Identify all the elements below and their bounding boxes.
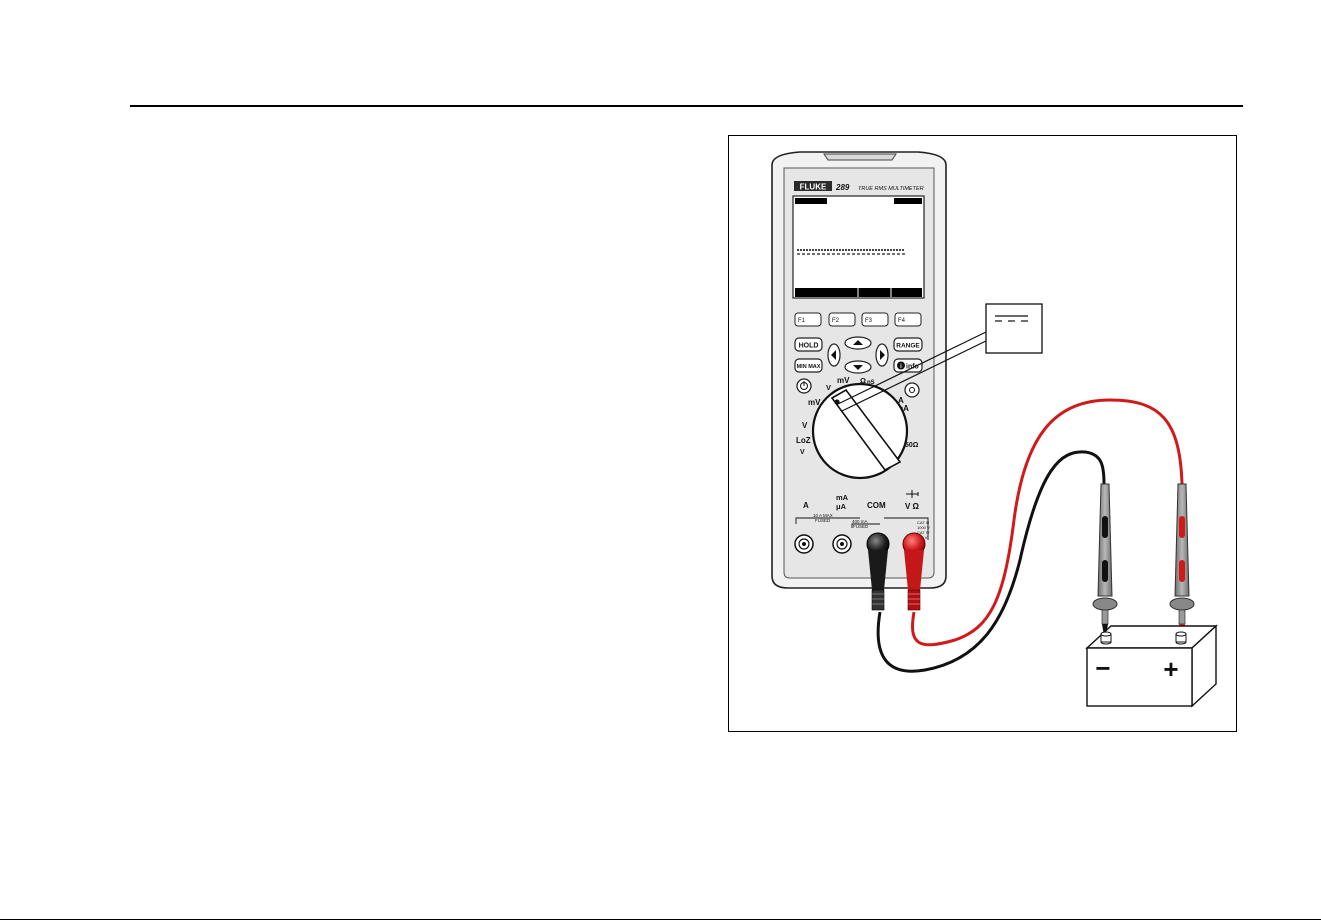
range-button-label: RANGE — [896, 343, 920, 350]
multimeter: FLUKE 289 TRUE RMS MULTIMETER F1 F2 F3 F… — [772, 152, 946, 588]
black-probe[interactable] — [1093, 484, 1117, 636]
jack-label-ma: mA — [836, 493, 849, 502]
jack-label-ua: μA — [836, 502, 847, 511]
lcd-battery-indicator — [894, 198, 922, 204]
rotary-dial[interactable] — [813, 384, 907, 478]
jack-label-v-ohm: V Ω — [905, 502, 920, 511]
battery-positive-sign: + — [1163, 654, 1178, 684]
jack-note-a-fused: FUSED — [815, 518, 831, 523]
dial-label-50-ohm: 50Ω — [905, 442, 919, 449]
lcd-screen — [793, 196, 924, 298]
hold-button-label: HOLD — [799, 343, 819, 350]
jack-label-a: A — [803, 501, 809, 510]
red-lead-cable — [913, 400, 1182, 645]
com-plug-black[interactable] — [867, 533, 889, 610]
softkey-f2-label: F2 — [832, 318, 840, 324]
model-number: 289 — [835, 183, 850, 192]
softkey-f1-label: F1 — [798, 318, 806, 324]
red-probe[interactable] — [1170, 484, 1194, 636]
softkey-f4-label: F4 — [898, 318, 906, 324]
dial-label-v-dc: V — [826, 383, 831, 392]
minmax-button-label: MIN MAX — [797, 364, 821, 370]
dial-label-loz: LoZ — [796, 436, 811, 445]
battery-negative-sign: − — [1095, 653, 1110, 683]
backlight-button[interactable] — [905, 383, 919, 397]
positive-terminal — [1176, 632, 1186, 644]
brand-name: FLUKE — [800, 183, 827, 192]
negative-terminal — [1101, 632, 1111, 644]
softkey-f3-label: F3 — [865, 318, 873, 324]
jack-note-ma-fused: FUSED — [853, 524, 869, 529]
jack-label-com: COM — [867, 501, 886, 510]
model-subtitle: TRUE RMS MULTIMETER — [858, 186, 924, 192]
battery: − + — [1087, 626, 1216, 706]
jack-a[interactable] — [795, 535, 813, 553]
dial-label-loz-v: V — [800, 449, 805, 456]
dial-label-v-ac: V — [802, 421, 808, 430]
v-ohm-plug-red[interactable] — [903, 533, 925, 610]
dial-label-mv-dc: mV — [837, 376, 850, 385]
jack-ma-ua[interactable] — [833, 535, 851, 553]
lcd-status-bar-left — [795, 198, 827, 204]
